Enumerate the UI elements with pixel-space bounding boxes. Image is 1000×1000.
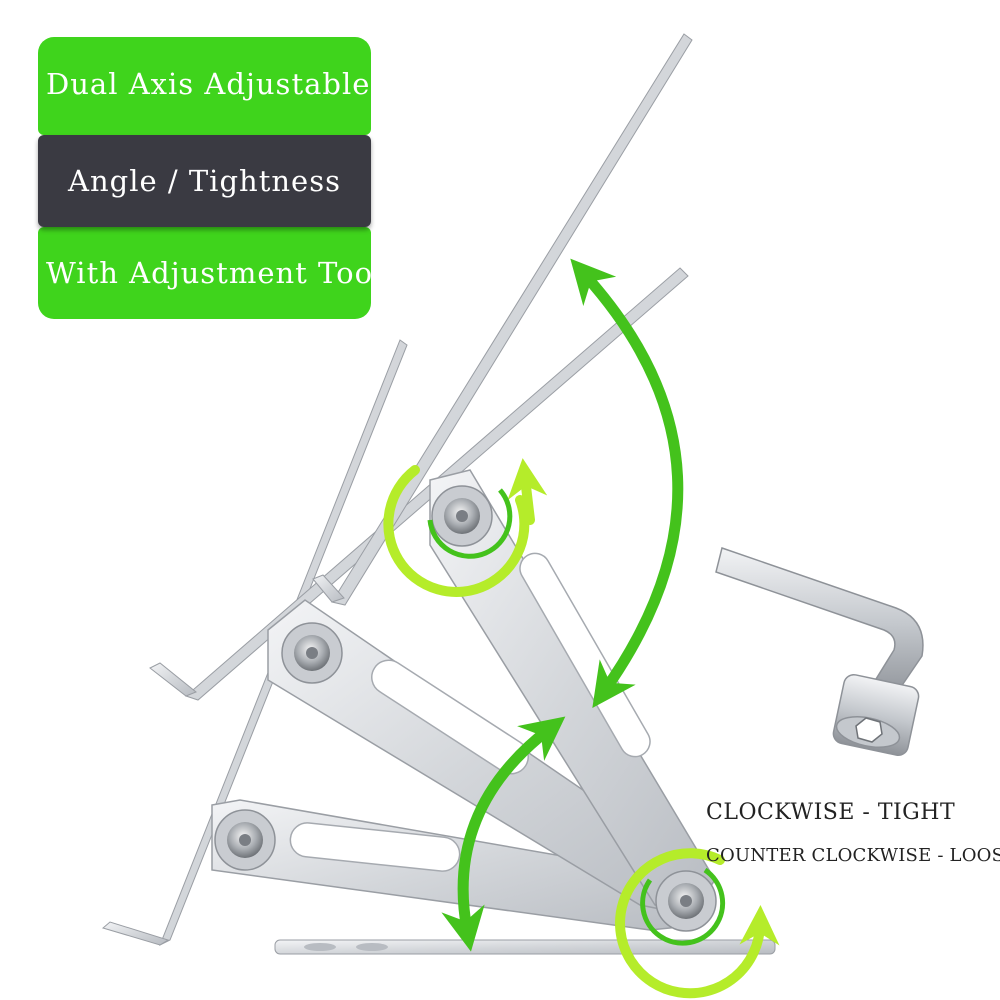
badge-angle-tightness: Angle / Tightness [38,135,371,227]
bolt-base [655,870,717,932]
caption-clockwise-tight: CLOCKWISE - TIGHT [706,800,956,825]
angle-arc-arrow-large [570,258,684,708]
bolt-mid [281,622,343,684]
tightness-ring-upper [383,458,548,597]
tray-position-high [312,33,693,606]
base-plate [274,939,776,955]
hex-wrench-icon [715,547,924,757]
angle-arc-arrow-small [441,716,566,952]
badge-adjustment-tool: With Adjustment Tool [38,227,382,319]
tightness-ring-lower [615,848,780,999]
bolt-high [431,485,493,547]
pivot-bolts [214,485,717,932]
bolt-low [214,809,276,871]
badge-dual-axis: Dual Axis Adjustable [38,37,371,135]
feature-badges: Dual Axis Adjustable Angle / Tightness W… [38,37,382,319]
caption-counter-clockwise-loose: COUNTER CLOCKWISE - LOOSE [706,845,1000,866]
